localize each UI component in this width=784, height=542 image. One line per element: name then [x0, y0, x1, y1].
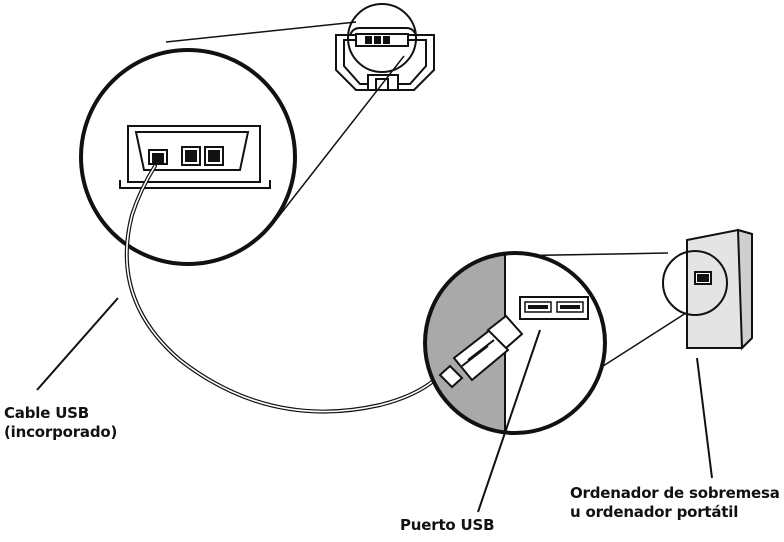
computer-label: Ordenador de sobremesa u ordenador portá… [570, 484, 780, 522]
cable-usb-label-line1: Cable USB [4, 404, 90, 422]
device-focus-circle [347, 3, 417, 73]
tower-focus-circle [662, 250, 728, 316]
usb-port-label: Puerto USB [400, 516, 495, 534]
cable-usb-label: Cable USB (incorporado) [4, 404, 117, 442]
computer-label-line1: Ordenador de sobremesa [570, 484, 780, 502]
jack-panel-zoom [79, 48, 297, 266]
computer-label-line2: u ordenador portátil [570, 503, 739, 521]
cable-usb-label-line2: (incorporado) [4, 423, 118, 441]
usb-port-zoom [423, 251, 607, 435]
computer-tower-icon [686, 228, 753, 351]
zoom-guide-lines-top [165, 21, 405, 226]
label-pointer-lines [36, 297, 713, 513]
